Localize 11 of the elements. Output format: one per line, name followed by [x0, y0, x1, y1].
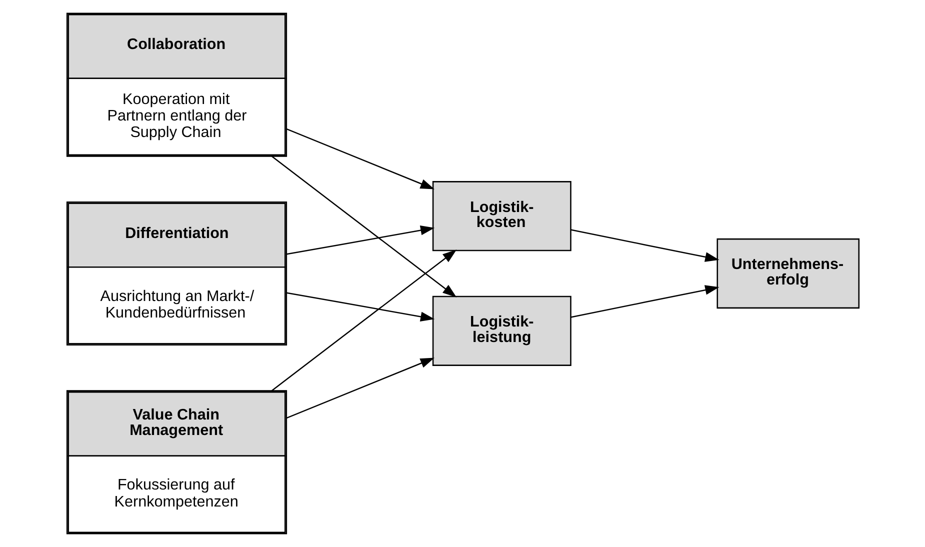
node-box: Logistik- kosten [432, 181, 571, 252]
arrow [570, 285, 719, 318]
node-box: Unternehmens- erfolg [716, 238, 860, 309]
arrow [286, 225, 434, 255]
node-box: Logistik- leistung [432, 296, 571, 366]
arrow [286, 292, 434, 322]
arrow [286, 128, 434, 190]
arrow [286, 358, 434, 419]
arrow [270, 250, 456, 392]
arrow [570, 229, 719, 262]
arrow [270, 156, 456, 298]
